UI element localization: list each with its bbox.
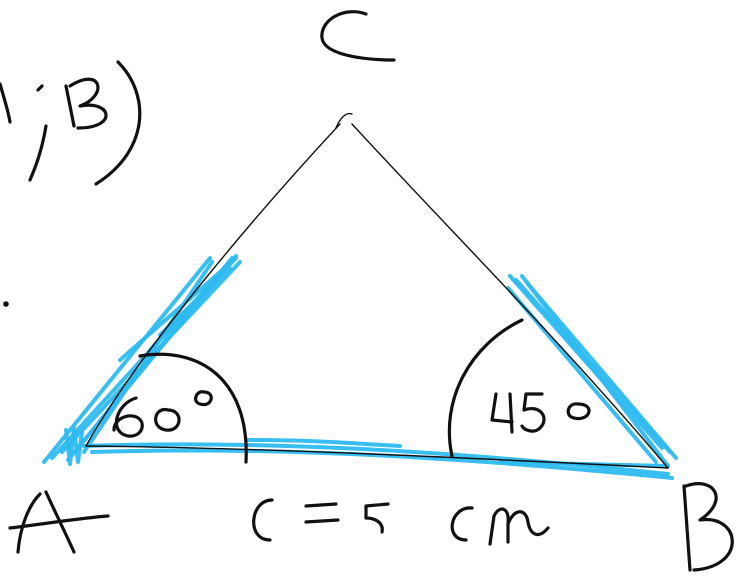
vertex-label-b — [682, 482, 734, 572]
side-ab — [85, 445, 669, 469]
side-ab-highlight — [82, 438, 674, 480]
margin-note — [0, 60, 142, 307]
vertex-label-a — [8, 490, 110, 554]
vertex-label-c — [320, 10, 396, 62]
side-c-label — [252, 498, 550, 546]
angle-a-label — [112, 390, 213, 438]
side-ac — [85, 123, 341, 447]
angle-b-arc — [447, 318, 524, 458]
margin-dot — [3, 301, 9, 307]
angle-a-arc — [138, 352, 248, 464]
angle-b-label — [490, 392, 591, 434]
vertex-c-mark — [335, 112, 353, 129]
side-bc-highlight — [506, 274, 678, 468]
highlight-layer — [42, 254, 678, 480]
side-bc — [351, 123, 669, 469]
triangle-abc — [85, 112, 669, 469]
